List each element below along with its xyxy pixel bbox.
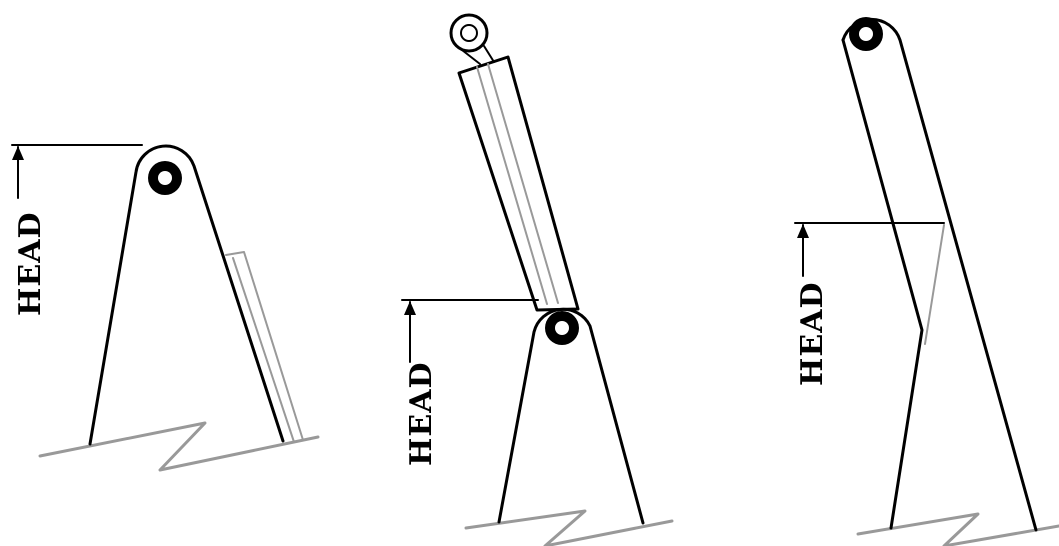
- panel-2-eye-strap-left: [461, 49, 481, 65]
- panel-1-ground-line: [38, 421, 320, 472]
- panel-3-pivot-inner: [859, 27, 873, 41]
- panel-3-ground-line: [856, 512, 1059, 546]
- panel-1-gray-post: [225, 251, 304, 441]
- panel-2-head-arrowhead: [404, 301, 416, 315]
- panel-2: HEAD: [401, 13, 674, 546]
- panel-2-a-frame: [497, 307, 645, 525]
- panel-2-pivot-inner: [555, 321, 569, 335]
- panel-2-lifting-eye-hole: [460, 24, 478, 42]
- panel-2-inner-rod-left: [476, 66, 548, 305]
- panel-1-a-frame: [88, 144, 285, 446]
- panel-1-gray-post-inner: [232, 257, 295, 443]
- panel-2-eye-strap-right: [483, 45, 495, 63]
- panel-1-head-label: HEAD: [13, 211, 48, 316]
- panel-2-inner-rod-right: [487, 63, 559, 304]
- panel-2-sleeve: [457, 55, 580, 312]
- panel-2-head-label: HEAD: [404, 361, 439, 466]
- panel-3-left-leg: [841, 38, 924, 530]
- panel-3: HEAD: [794, 17, 1059, 546]
- panel-2-ground-line: [464, 509, 674, 546]
- panel-3-head-arrowhead: [797, 224, 809, 238]
- panel-3-right-leg: [841, 17, 1038, 532]
- panel-2-lifting-eye: [449, 13, 489, 53]
- panel-1-head-arrowhead: [12, 146, 24, 160]
- panel-1: HEAD: [11, 144, 320, 472]
- panel-3-head-label: HEAD: [795, 281, 830, 386]
- panel-1-pivot-inner: [158, 171, 172, 185]
- panel-3-gray-fold-line: [924, 224, 945, 345]
